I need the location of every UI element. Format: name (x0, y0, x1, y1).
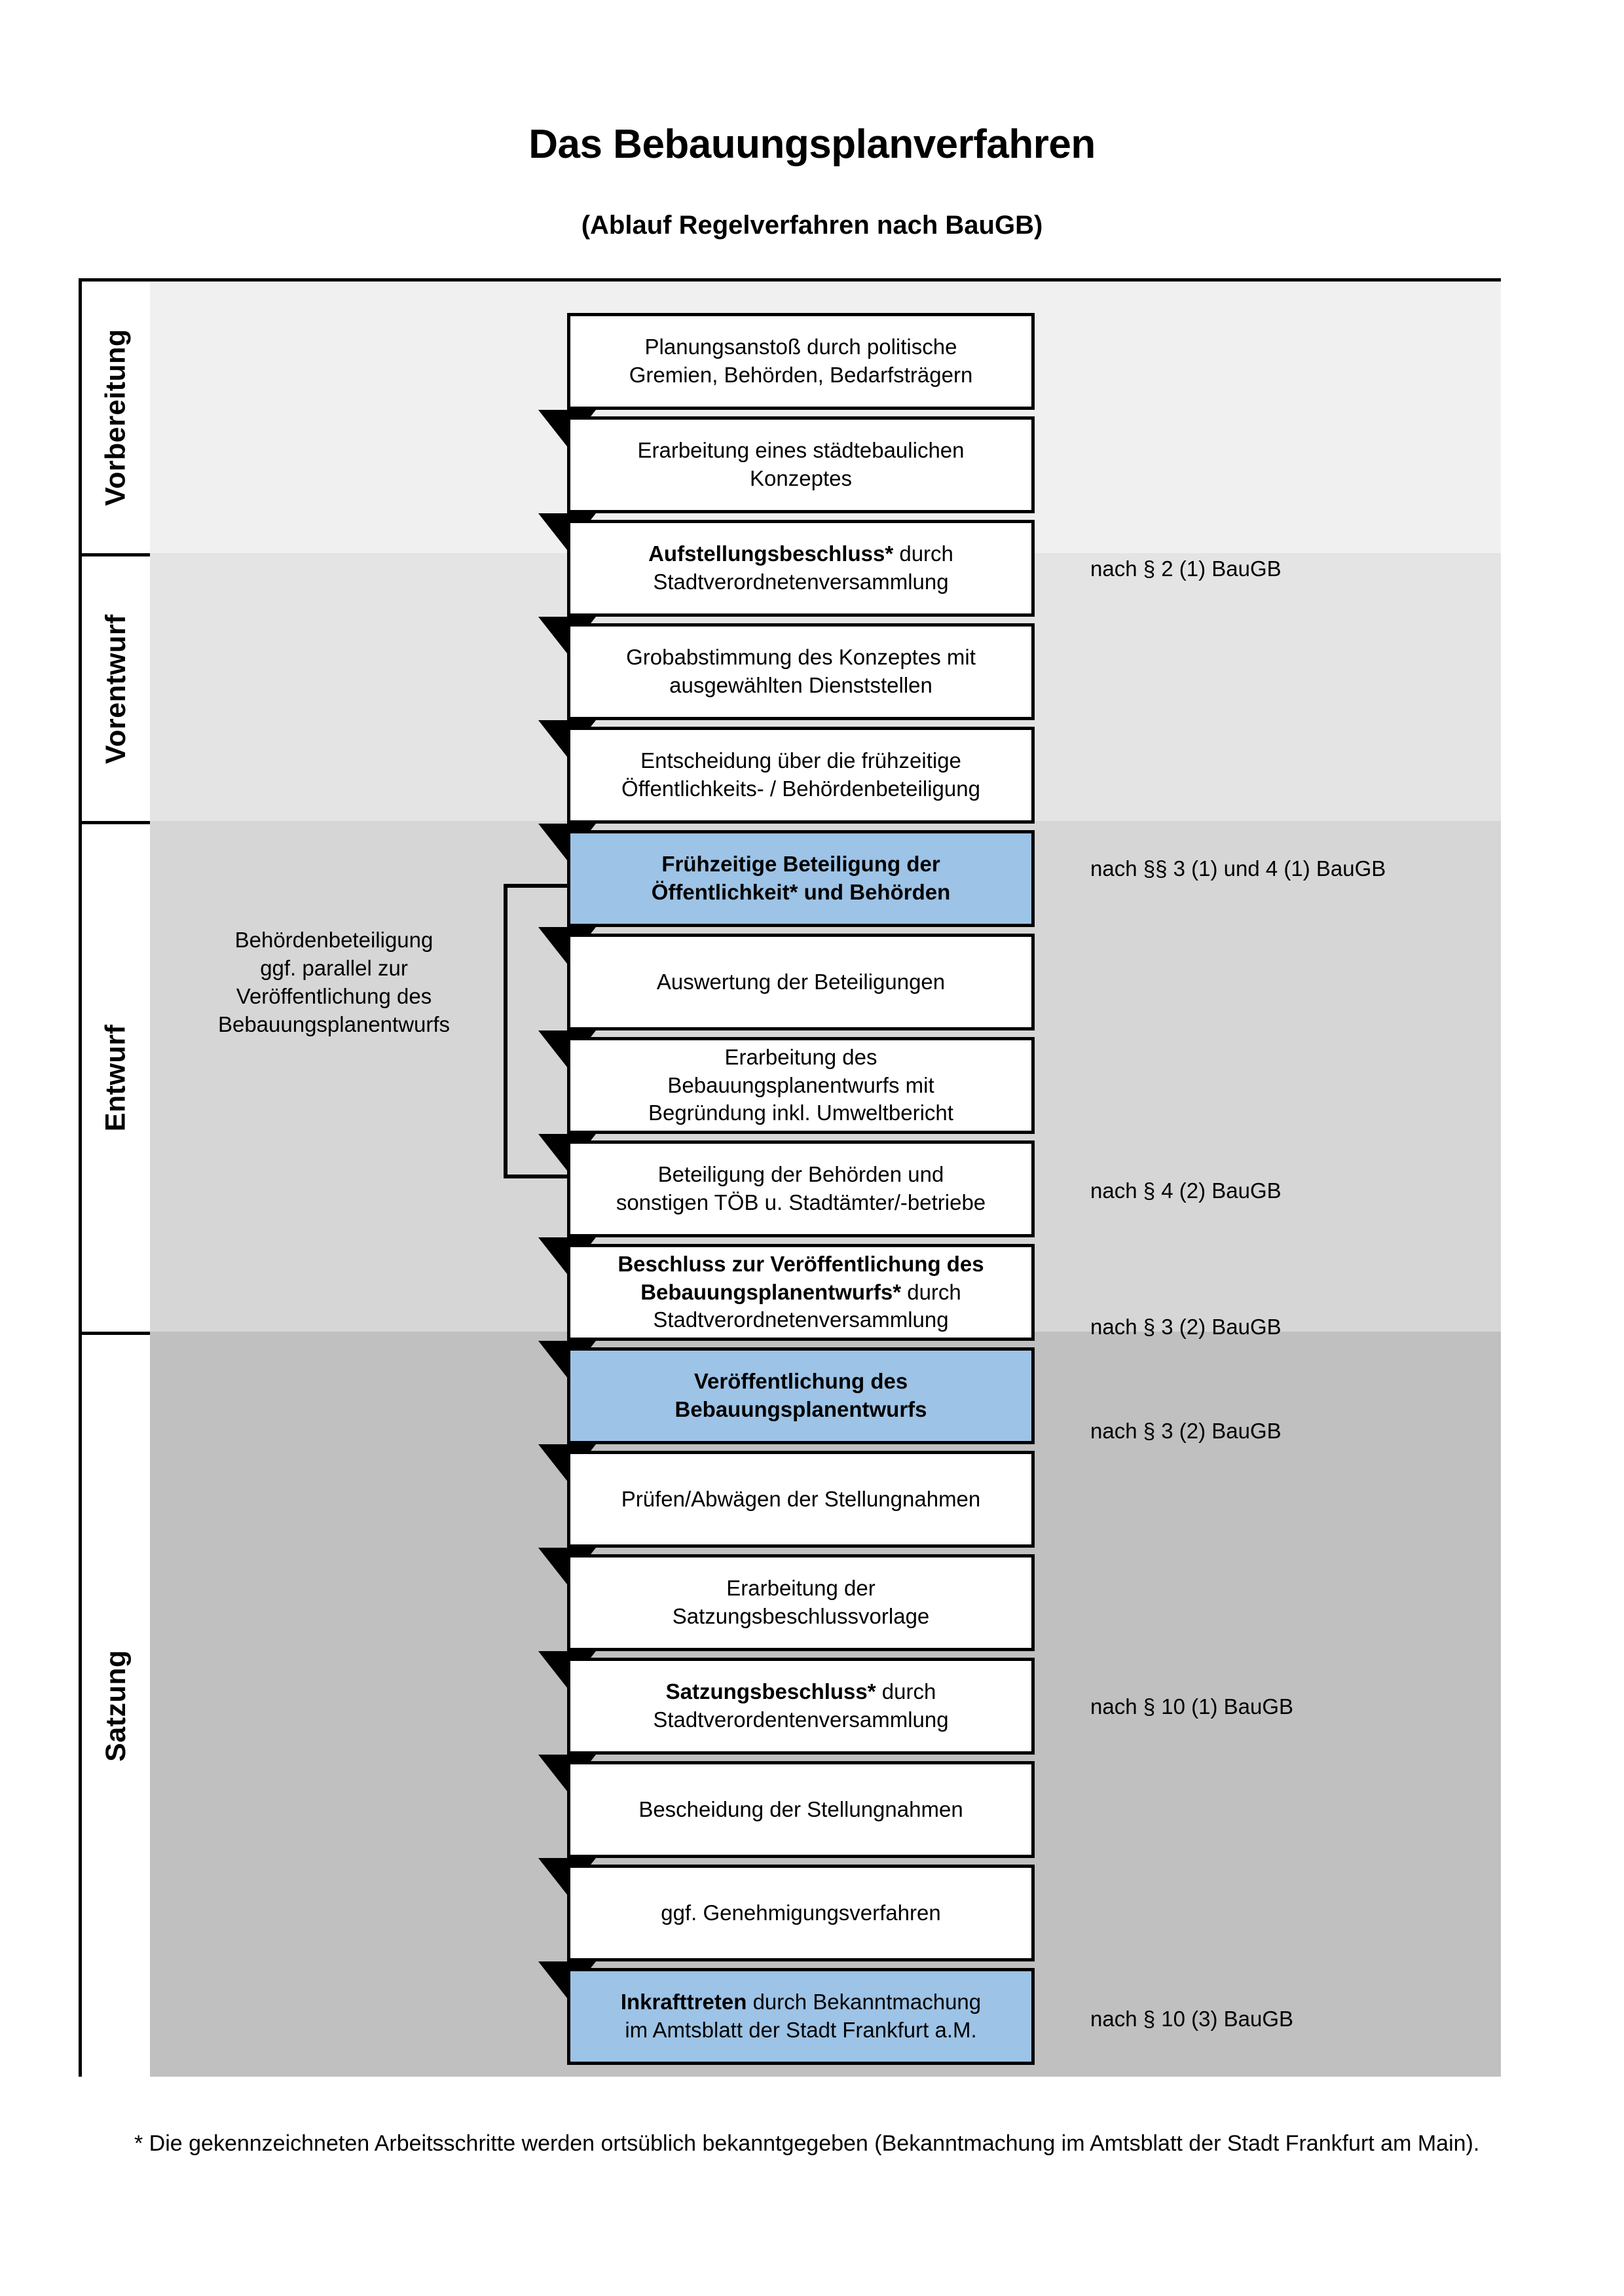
step-line: Konzeptes (750, 466, 852, 490)
step-line-rest: durch (893, 541, 953, 566)
legal-ref-par3-2-b: nach § 3 (2) BauGB (1090, 1419, 1282, 1443)
footnote-text: * Die gekennzeichneten Arbeitsschritte w… (134, 2131, 1480, 2156)
step-line: Bebauungsplanentwurfs (674, 1397, 927, 1421)
step-box-staedtebauliches-konzept[interactable]: Erarbeitung eines städtebaulichen Konzep… (567, 416, 1035, 513)
step-box-satzungsbeschluss[interactable]: Satzungsbeschluss* durch Stadtverordente… (567, 1658, 1035, 1755)
step-line: Stadtverordnetenversammlung (653, 570, 949, 594)
bracket-top-segment (504, 884, 582, 888)
step-line: Satzungsbeschluss* durch (653, 1678, 948, 1706)
step-box-entscheidung-beteiligung[interactable]: Entscheidung über die frühzeitige Öffent… (567, 727, 1035, 824)
step-emphasis: Bebauungsplanentwurfs* (640, 1279, 902, 1304)
step-line: Begründung inkl. Umweltbericht (648, 1101, 953, 1125)
step-box-satzungsbeschlussvorlage[interactable]: Erarbeitung der Satzungsbeschlussvorlage (567, 1554, 1035, 1651)
step-line: Öffentlichkeit* und Behörden (651, 880, 951, 904)
phase-label-satzung: Satzung (82, 1335, 150, 2077)
step-box-beschluss-veroeffentlichung[interactable]: Beschluss zur Veröffentlichung des Bebau… (567, 1244, 1035, 1341)
step-line: Beschluss zur Veröffentlichung des (618, 1250, 984, 1279)
step-box-fruehzeitige-beteiligung[interactable]: Frühzeitige Beteiligung der Öffentlichke… (567, 830, 1035, 927)
sidenote-line: Veröffentlichung des (236, 983, 432, 1008)
step-line: Erarbeitung des (724, 1044, 877, 1069)
step-line: Entscheidung über die frühzeitige (640, 748, 961, 773)
legal-ref-par3-2-a: nach § 3 (2) BauGB (1090, 1315, 1282, 1339)
bracket-vertical-segment (504, 884, 507, 1178)
step-line: Stadtverordnetenversammlung (653, 1307, 949, 1332)
step-line: sonstigen TÖB u. Stadtämter/-betriebe (616, 1190, 986, 1214)
phase-label-text: Vorbereitung (100, 329, 132, 506)
phase-label-entwurf: Entwurf (82, 824, 150, 1332)
legal-ref-par3-1-4-1: nach §§ 3 (1) und 4 (1) BauGB (1090, 856, 1386, 881)
step-line: Auswertung der Beteiligungen (656, 969, 946, 994)
step-emphasis: Beschluss zur Veröffentlichung des (618, 1251, 984, 1276)
legal-ref-par10-1: nach § 10 (1) BauGB (1090, 1694, 1294, 1719)
legal-ref-par10-3: nach § 10 (3) BauGB (1090, 2007, 1294, 2031)
legal-ref-par4-2: nach § 4 (2) BauGB (1090, 1178, 1282, 1203)
step-line-rest: durch (876, 1679, 936, 1704)
step-box-veroeffentlichung[interactable]: Veröffentlichung des Bebauungsplanentwur… (567, 1347, 1035, 1444)
step-line: Satzungsbeschlussvorlage (672, 1604, 930, 1628)
step-line-rest: durch Bekanntmachung (747, 1990, 982, 2014)
step-box-pruefen-abwaegen[interactable]: Prüfen/Abwägen der Stellungnahmen (567, 1451, 1035, 1548)
step-box-auswertung[interactable]: Auswertung der Beteiligungen (567, 934, 1035, 1030)
step-box-beteiligung-behoerden[interactable]: Beteiligung der Behörden und sonstigen T… (567, 1140, 1035, 1237)
rail-divider (82, 821, 150, 824)
phase-label-text: Vorentwurf (100, 613, 132, 764)
step-line: Prüfen/Abwägen der Stellungnahmen (621, 1486, 981, 1511)
step-line: Aufstellungsbeschluss* durch (648, 540, 953, 568)
sidenote-line: ggf. parallel zur (260, 955, 408, 980)
step-line: Planungsanstoß durch politische (644, 335, 957, 359)
step-line: Bebauungsplanentwurfs* durch (618, 1279, 984, 1307)
step-emphasis: Satzungsbeschluss* (665, 1679, 876, 1704)
step-line: Öffentlichkeits- / Behördenbeteiligung (621, 776, 980, 801)
phase-label-text: Entwurf (100, 1024, 132, 1132)
step-line: Inkrafttreten durch Bekanntmachung (621, 1988, 981, 2016)
phase-label-rail: Vorbereitung Vorentwurf Entwurf Satzung (82, 282, 150, 2077)
step-line: Grobabstimmung des Konzeptes mit (626, 645, 976, 670)
legal-ref-par2-1: nach § 2 (1) BauGB (1090, 556, 1282, 581)
page-title: Das Bebauungsplanverfahren (528, 122, 1096, 167)
flowchart-frame: Vorbereitung Vorentwurf Entwurf Satzung … (79, 278, 1501, 2077)
phase-label-vorbereitung: Vorbereitung (82, 282, 150, 553)
step-box-planungsanstoss[interactable]: Planungsanstoß durch politische Gremien,… (567, 313, 1035, 410)
step-box-aufstellungsbeschluss[interactable]: Aufstellungsbeschluss* durch Stadtverord… (567, 520, 1035, 617)
step-line: Stadtverordentenversammlung (653, 1707, 949, 1732)
page-subtitle: (Ablauf Regelverfahren nach BauGB) (581, 211, 1043, 240)
step-emphasis: Inkrafttreten (620, 1990, 747, 2014)
step-line: Bescheidung der Stellungnahmen (638, 1796, 963, 1821)
rail-divider (82, 553, 150, 556)
step-box-grobabstimmung[interactable]: Grobabstimmung des Konzeptes mit ausgewä… (567, 623, 1035, 720)
step-box-bescheidung[interactable]: Bescheidung der Stellungnahmen (567, 1761, 1035, 1858)
phase-label-text: Satzung (100, 1650, 132, 1762)
step-box-genehmigungsverfahren[interactable]: ggf. Genehmigungsverfahren (567, 1865, 1035, 1961)
sidenote-behoerdenbeteiligung: Behördenbeteiligung ggf. parallel zur Ve… (180, 926, 488, 1039)
step-line: Gremien, Behörden, Bedarfsträgern (629, 363, 973, 387)
step-line: ggf. Genehmigungsverfahren (661, 1900, 941, 1925)
step-line: Erarbeitung eines städtebaulichen (637, 438, 965, 463)
sidenote-line: Behördenbeteiligung (234, 928, 434, 952)
rail-divider (82, 1332, 150, 1335)
step-line: im Amtsblatt der Stadt Frankfurt a.M. (625, 2018, 977, 2042)
step-line: Veröffentlichung des (693, 1369, 908, 1394)
step-line-rest: durch (901, 1279, 961, 1304)
step-line: Bebauungsplanentwurfs mit (667, 1072, 934, 1097)
step-emphasis: Aufstellungsbeschluss* (648, 541, 894, 566)
bracket-bottom-segment (504, 1175, 572, 1178)
step-line: Erarbeitung der (726, 1576, 876, 1601)
phase-label-vorentwurf: Vorentwurf (82, 556, 150, 821)
step-line: Frühzeitige Beteiligung der (661, 852, 940, 877)
step-box-erarbeitung-entwurf[interactable]: Erarbeitung des Bebauungsplanentwurfs mi… (567, 1037, 1035, 1134)
step-line: Beteiligung der Behörden und (657, 1162, 944, 1187)
sidenote-line: Bebauungsplanentwurfs (217, 1011, 451, 1036)
step-line: ausgewählten Dienststellen (669, 673, 932, 697)
step-box-inkrafttreten[interactable]: Inkrafttreten durch Bekanntmachung im Am… (567, 1968, 1035, 2065)
